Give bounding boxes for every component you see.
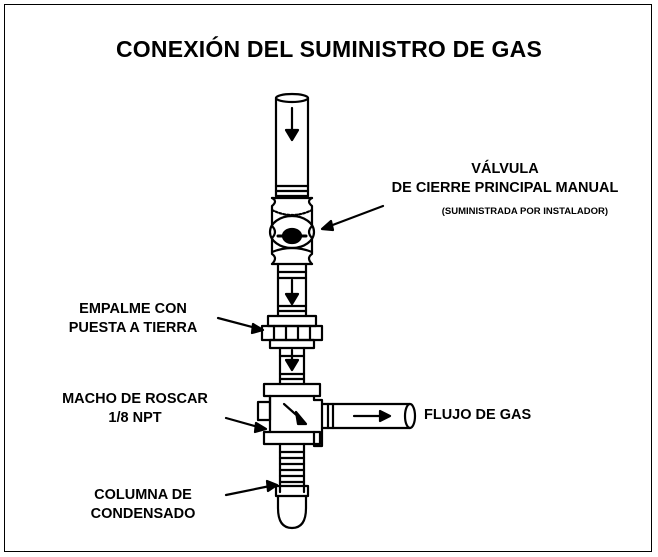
valve-label-line2: DE CIERRE PRINCIPAL MANUAL	[391, 180, 619, 196]
tap-leader-arrow	[224, 416, 268, 434]
drip-label-line2: CONDENSADO	[90, 506, 196, 522]
diagram-frame	[4, 4, 652, 552]
ground-joint-union	[260, 314, 324, 350]
shut-off-valve	[268, 196, 316, 266]
supply-flow-arrow	[284, 106, 300, 142]
union-nipple	[278, 346, 306, 386]
valve-nipple	[276, 262, 308, 318]
union-leader-arrow	[216, 316, 265, 335]
valve-label: VÁLVULA DE CIERRE PRINCIPAL MANUAL	[390, 160, 620, 198]
tee-fitting	[256, 382, 324, 448]
tap-label-line1: MACHO DE ROSCAR	[62, 391, 208, 407]
drip-leg-label: COLUMNA DE CONDENSADO	[60, 486, 226, 524]
gas-flow-label: FLUJO DE GAS	[424, 407, 532, 423]
union-label-line1: EMPALME CON	[79, 301, 187, 317]
diagram-title: CONEXIÓN DEL SUMINISTRO DE GAS	[115, 36, 542, 62]
tap-label-line2: 1/8 NPT	[108, 410, 162, 426]
drip-leader-arrow	[224, 479, 279, 497]
valve-note: (SUMINISTRADA POR INSTALADOR)	[441, 206, 608, 217]
union-label-line2: PUESTA A TIERRA	[68, 320, 198, 336]
outlet-pipe	[320, 402, 417, 430]
valve-label-line1: VÁLVULA	[471, 161, 539, 177]
tap-label: MACHO DE ROSCAR 1/8 NPT	[40, 390, 230, 428]
drip-leg	[274, 442, 310, 530]
supply-pipe	[274, 92, 310, 198]
union-label: EMPALME CON PUESTA A TIERRA	[40, 300, 226, 338]
valve-leader-arrow	[320, 204, 385, 232]
drip-label-line1: COLUMNA DE	[94, 487, 192, 503]
